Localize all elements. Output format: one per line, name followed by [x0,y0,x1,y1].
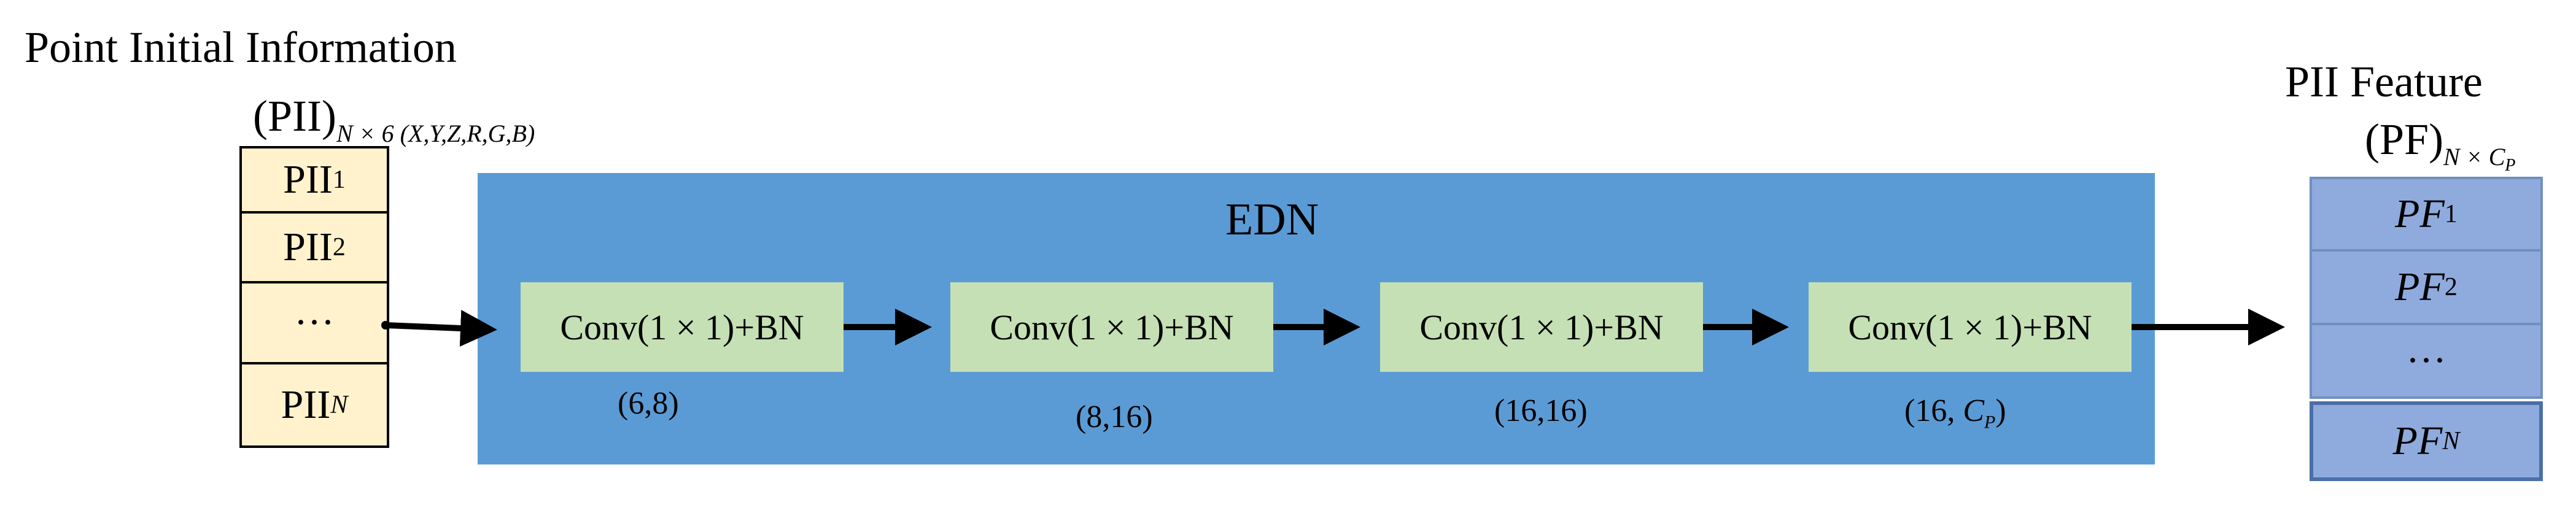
pii-label: (PII) [253,91,336,141]
pii-title: Point Initial Information [25,23,457,72]
edn-label: EDN [1225,195,1319,245]
arrow-pii-start-dot [381,321,390,330]
pf-header: (PF)N × CP [2365,114,2516,175]
pii-header: (PII)N × 6 (X,Y,Z,R,G,B) [253,91,535,147]
conv-size-4: (16, CP) [1904,393,2006,433]
pii-dims: N × 6 (X,Y,Z,R,G,B) [336,120,535,147]
pf-cell-ellipsis: ··· [2310,323,2543,399]
conv-size-1: (6,8) [618,386,679,421]
conv-block-1: Conv(1 × 1)+BN [521,282,844,372]
conv-size-2: (8,16) [1076,399,1153,434]
pf-label: (PF) [2365,115,2444,164]
conv-block-3: Conv(1 × 1)+BN [1380,282,1703,372]
conv-block-4: Conv(1 × 1)+BN [1809,282,2132,372]
conv-size-3: (16,16) [1494,393,1588,428]
pf-title: PII Feature [2285,57,2483,106]
conv-block-2: Conv(1 × 1)+BN [950,282,1273,372]
pf-dims: N × CP [2443,143,2516,175]
arrow-pii-to-conv1 [385,309,497,347]
